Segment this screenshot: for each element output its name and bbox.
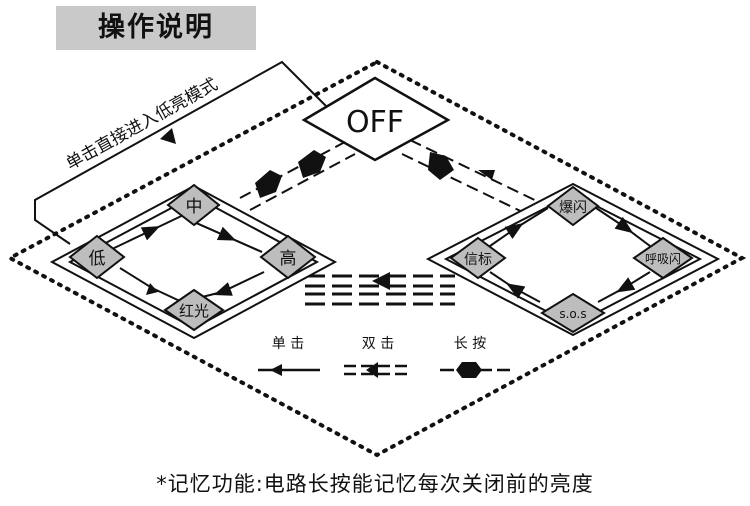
svg-text:中: 中 [186,197,203,217]
title-banner [56,6,256,50]
double-click-connector [305,272,455,306]
legend-long-press-icon [440,362,510,378]
direct-low-path [34,60,331,245]
mode-node-strobe[interactable]: 爆闪 [546,185,600,227]
direct-low-arrow-icon [160,128,176,144]
legend-double-label: 双 击 [362,336,394,352]
legend-single-click-icon [258,364,320,376]
off-label: OFF [346,105,404,140]
mode-node-low[interactable]: 低 [68,234,126,280]
svg-text:低: 低 [89,249,106,269]
mode-node-high[interactable]: 高 [259,234,317,280]
legend-single-label: 单 击 [272,336,304,352]
svg-text:爆闪: 爆闪 [559,200,587,216]
svg-text:呼吸闪: 呼吸闪 [645,252,681,266]
mode-node-mid[interactable]: 中 [166,183,221,227]
svg-text:信标: 信标 [464,252,492,268]
mode-node-sos[interactable]: s.o.s [540,292,606,334]
mode-node-beacon[interactable]: 信标 [449,236,507,280]
svg-text:高: 高 [280,249,297,269]
memory-footnote: *记忆功能:电路长按能记忆每次关闭前的亮度 [156,472,594,496]
legend: 单 击 双 击 长 按 [258,336,510,378]
svg-text:红光: 红光 [179,302,209,320]
legend-double-click-icon [344,362,412,378]
mode-node-red-light[interactable]: 红光 [163,288,225,332]
legend-long-label: 长 按 [454,336,486,352]
outer-dotted-diamond [5,59,747,458]
mode-node-breathing[interactable]: 呼吸闪 [632,236,694,280]
long-press-connector-right [401,139,546,219]
off-node[interactable] [301,76,451,162]
page-title: 操作说明 [98,12,214,43]
svg-text:s.o.s: s.o.s [559,307,586,321]
long-press-connector-left [239,141,356,211]
